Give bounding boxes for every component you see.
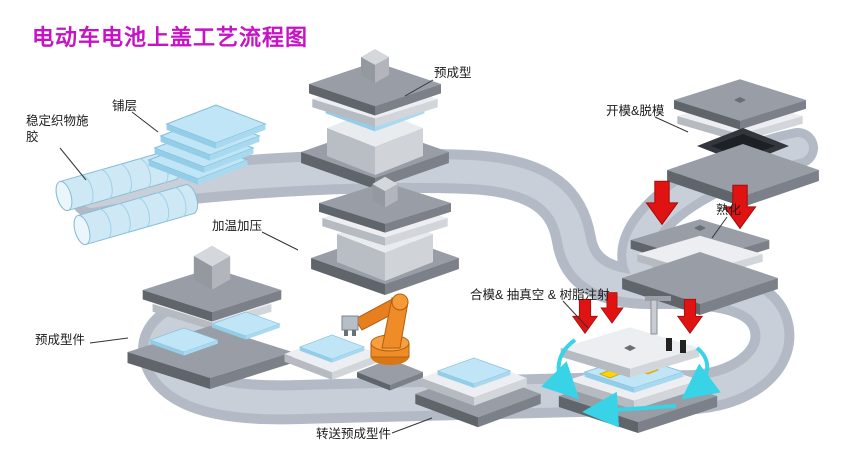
molding-injection-machine — [541, 292, 721, 433]
leader-preform-part — [89, 337, 129, 344]
transfer-robot-arm — [341, 293, 423, 391]
curing-press — [622, 180, 778, 315]
label-transfer: 转送预成型件 — [316, 427, 392, 441]
leader-demold — [654, 116, 689, 133]
label-open-demold: 开模&脱模 — [606, 104, 665, 118]
leader-curing — [711, 216, 728, 239]
vacuum-port-2 — [680, 340, 686, 353]
leader-molding — [562, 300, 589, 329]
preforming-press — [301, 49, 449, 189]
vacuum-arrow-left-icon — [541, 338, 580, 400]
label-curing: 熟化 — [716, 203, 742, 217]
label-mold-vacuum-inject: 合模& 抽真空 & 树脂注射 — [470, 288, 610, 302]
vacuum-port-1 — [666, 338, 672, 351]
press-arrow-1-icon — [572, 298, 598, 334]
injector-beam — [645, 296, 671, 301]
leader-preform — [404, 79, 434, 97]
leader-transfer — [391, 417, 433, 434]
gripper-finger-1 — [344, 330, 348, 336]
label-preform: 预成型 — [434, 66, 472, 80]
heat-press — [311, 176, 459, 295]
label-preform-part: 预成型件 — [35, 333, 86, 347]
vacuum-arrow-right-icon — [681, 346, 721, 400]
leader-heat-press — [261, 231, 299, 251]
vacuum-arrow-front-icon — [582, 391, 677, 428]
label-stabilize: 稳定织物施胶 — [26, 114, 89, 144]
plate-vent — [624, 345, 636, 351]
label-layup: 铺层 — [112, 99, 138, 113]
label-heat-press: 加温加压 — [212, 219, 263, 233]
gripper-finger-2 — [352, 330, 356, 336]
robot-gripper — [341, 315, 359, 331]
demold-press — [667, 79, 819, 207]
robot-elbow-joint — [391, 293, 409, 311]
curing-vent — [694, 225, 706, 231]
leader-stabilize — [59, 147, 87, 181]
leader-lines — [59, 79, 728, 434]
page-title: 电动车电池上盖工艺流程图 — [32, 25, 309, 50]
mold-vent — [734, 97, 746, 103]
leader-layup — [131, 111, 159, 133]
injector-column — [650, 299, 658, 335]
